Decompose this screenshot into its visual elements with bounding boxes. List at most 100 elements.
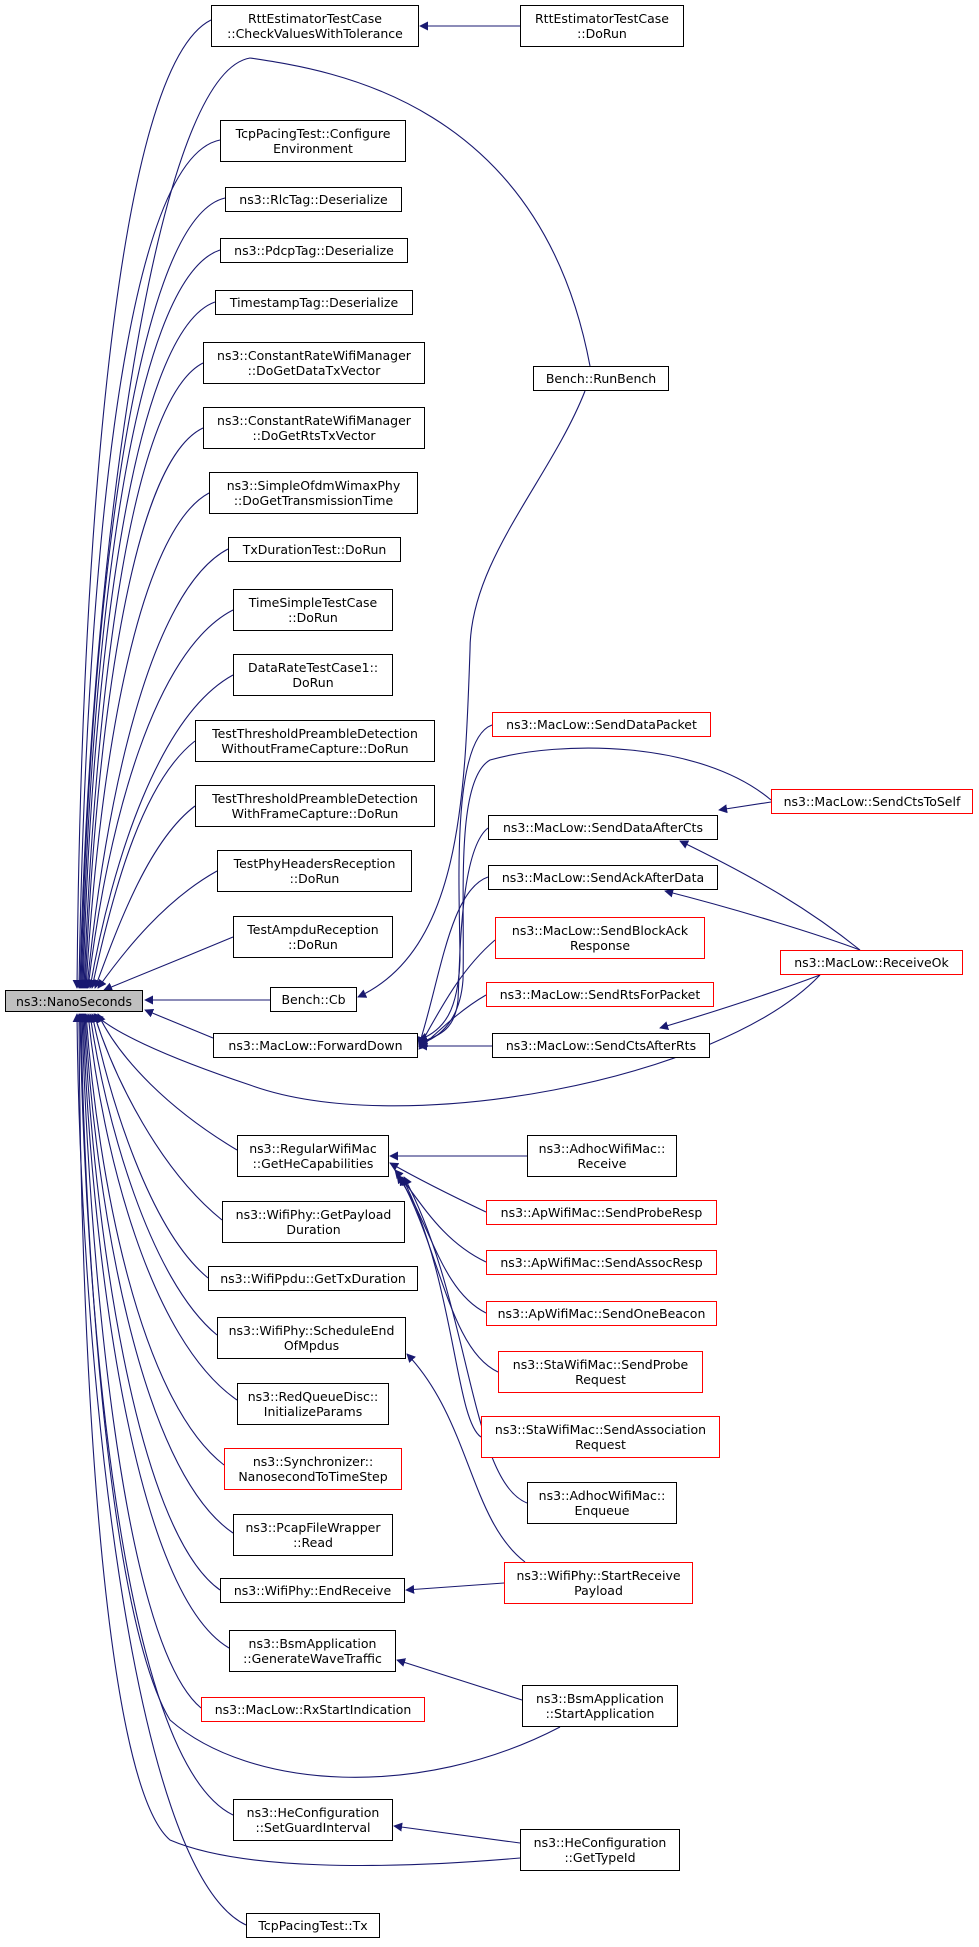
node-label-line: ns3::ConstantRateWifiManager [217,348,411,363]
node-forwarddown[interactable]: ns3::MacLow::ForwardDown [213,1033,418,1058]
node-bsm-start[interactable]: ns3::BsmApplication::StartApplication [522,1685,678,1727]
node-bsm-generate[interactable]: ns3::BsmApplication::GenerateWaveTraffic [229,1630,396,1672]
node-pdcptag[interactable]: ns3::PdcpTag::Deserialize [220,238,408,263]
edge-sta-probe-to-getheca [399,1176,499,1373]
edge-rxstart-to-nanoseconds [77,1013,202,1709]
node-label-line: Environment [273,141,353,156]
node-endreceive[interactable]: ns3::WifiPhy::EndReceive [220,1578,405,1603]
node-adhoc-receive[interactable]: ns3::AdhocWifiMac::Receive [527,1135,677,1177]
edge-ap-assocresp-to-getheca [394,1169,487,1263]
node-sendackafterdata[interactable]: ns3::MacLow::SendAckAfterData [488,865,718,890]
node-timesimple[interactable]: TimeSimpleTestCase::DoRun [233,589,393,631]
node-label-line: ns3::HeConfiguration [533,1835,667,1850]
edge-sendblockack-to-forwarddown [418,939,496,1048]
edge-receiveok-to-sendackafterdata [664,888,861,951]
node-label-line: ns3::AdhocWifiMac:: [538,1488,666,1503]
edge-adhoc-enqueue-to-getheca [403,1176,528,1504]
edge-he-gettypeid-to-he-setguard [393,1822,521,1844]
node-label-line: ns3::WifiPhy::StartReceive [516,1568,681,1583]
node-label-line: ns3::NanoSeconds [16,993,132,1009]
node-receiveok[interactable]: ns3::MacLow::ReceiveOk [780,950,963,975]
edge-sendrtsforpacket-to-forwarddown [418,994,487,1050]
node-label-line: TestAmpduReception [247,922,379,937]
node-label-line: InitializeParams [263,1404,363,1419]
node-adhoc-enqueue[interactable]: ns3::AdhocWifiMac::Enqueue [527,1482,677,1524]
node-label-line: ns3::ApWifiMac::SendAssocResp [500,1255,703,1270]
edge-gettxduration-to-nanoseconds [89,1013,209,1279]
node-label-line: ::GenerateWaveTraffic [243,1651,382,1666]
node-he-setguard[interactable]: ns3::HeConfiguration::SetGuardInterval [233,1799,393,1841]
node-ampdu[interactable]: TestAmpduReception::DoRun [233,916,393,958]
node-label-line: ns3::MacLow::ReceiveOk [794,955,949,970]
node-label-line: ns3::ApWifiMac::SendProbeResp [500,1205,703,1220]
node-rxstart[interactable]: ns3::MacLow::RxStartIndication [201,1697,425,1722]
node-datarate[interactable]: DataRateTestCase1::DoRun [233,654,393,696]
node-senddatapacket[interactable]: ns3::MacLow::SendDataPacket [492,712,711,737]
node-label-line: ns3::MacLow::SendCtsToSelf [783,794,961,809]
edge-startreceive-to-endreceive [405,1582,505,1594]
node-label-line: ::Read [293,1535,333,1550]
node-tcp-tx[interactable]: TcpPacingTest::Tx [246,1913,380,1938]
node-label-line: TimeSimpleTestCase [248,595,378,610]
node-label-line: DoRun [292,675,334,690]
edge-he-gettypeid-to-nanoseconds [74,1013,521,1867]
node-ap-onebeacon[interactable]: ns3::ApWifiMac::SendOneBeacon [486,1301,717,1326]
node-label-line: ns3::MacLow::ForwardDown [228,1038,403,1053]
edge-sendctstoself-to-forwarddown [418,747,772,1047]
node-label-line: ns3::MacLow::SendBlockAck [511,923,689,938]
node-rtt-check[interactable]: RttEstimatorTestCase::CheckValuesWithTol… [211,5,419,47]
node-bench-cb[interactable]: Bench::Cb [270,987,357,1012]
edge-sendackafterdata-to-forwarddown [417,876,489,1046]
node-crwm-data[interactable]: ns3::ConstantRateWifiManager::DoGetDataT… [203,342,425,384]
node-nanoseconds[interactable]: ns3::NanoSeconds [5,990,143,1012]
node-ap-proberesp[interactable]: ns3::ApWifiMac::SendProbeResp [486,1200,717,1225]
node-gettxduration[interactable]: ns3::WifiPpdu::GetTxDuration [208,1266,418,1291]
node-label-line: DataRateTestCase1:: [247,660,379,675]
edge-getpayload-to-nanoseconds [92,1013,223,1221]
edge-ap-proberesp-to-getheca [389,1162,487,1213]
node-label-line: Receive [577,1156,627,1171]
edge-startreceive-to-scheduleend [406,1353,526,1563]
node-label-line: TxDurationTest::DoRun [242,542,387,557]
node-crwm-rts[interactable]: ns3::ConstantRateWifiManager::DoGetRtsTx… [203,407,425,449]
node-label-line: TcpPacingTest::Tx [258,1918,368,1933]
node-phyheaders[interactable]: TestPhyHeadersReception::DoRun [217,850,412,892]
node-label-line: ns3::BsmApplication [536,1691,664,1706]
node-redqueue[interactable]: ns3::RedQueueDisc::InitializeParams [237,1383,389,1425]
node-pcapread[interactable]: ns3::PcapFileWrapper::Read [233,1514,393,1556]
edge-crwm-data-to-nanoseconds [79,362,204,989]
node-runbench[interactable]: Bench::RunBench [533,366,669,391]
node-label-line: ::GetHeCapabilities [252,1156,374,1171]
node-sendctstoself[interactable]: ns3::MacLow::SendCtsToSelf [771,789,973,814]
edge-endreceive-to-nanoseconds [79,1013,221,1591]
node-synchronizer[interactable]: ns3::Synchronizer::NanosecondToTimeStep [224,1448,402,1490]
node-simple-ofdm[interactable]: ns3::SimpleOfdmWimaxPhy::DoGetTransmissi… [209,472,418,514]
node-txduration[interactable]: TxDurationTest::DoRun [228,537,401,562]
edge-scheduleend-to-nanoseconds [86,1013,218,1336]
node-sendrtsforpacket[interactable]: ns3::MacLow::SendRtsForPacket [486,982,714,1007]
edge-getheca-to-nanoseconds [97,1013,238,1151]
node-label-line: Enqueue [574,1503,630,1518]
edge-synchronizer-to-nanoseconds [82,1013,225,1466]
node-senddataaftercts[interactable]: ns3::MacLow::SendDataAfterCts [488,815,718,840]
node-rtt-dorun[interactable]: RttEstimatorTestCase::DoRun [520,5,684,47]
node-sendctsafterrts[interactable]: ns3::MacLow::SendCtsAfterRts [492,1033,710,1058]
node-getheca[interactable]: ns3::RegularWifiMac::GetHeCapabilities [237,1135,389,1177]
node-he-gettypeid[interactable]: ns3::HeConfiguration::GetTypeId [520,1829,680,1871]
node-rlctag[interactable]: ns3::RlcTag::Deserialize [225,187,402,212]
node-timestamptag[interactable]: TimestampTag::Deserialize [215,290,413,315]
node-label-line: ::SetGuardInterval [255,1820,371,1835]
node-label-line: WithoutFrameCapture::DoRun [221,741,409,756]
node-label-line: RttEstimatorTestCase [534,11,669,26]
node-ap-assocresp[interactable]: ns3::ApWifiMac::SendAssocResp [486,1250,717,1275]
